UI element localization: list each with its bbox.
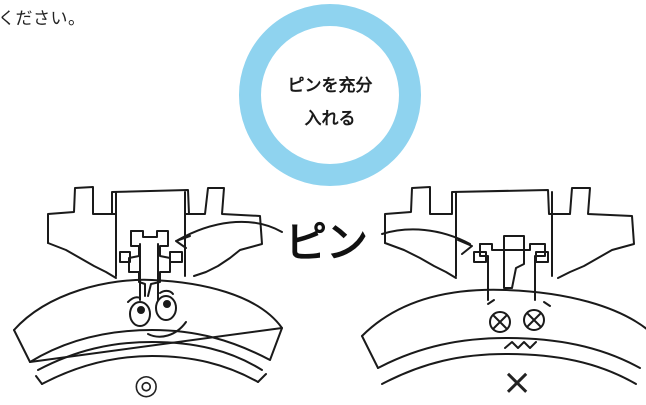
- pin-arrow-right-head: [457, 239, 473, 255]
- right-holder-figure: [361, 186, 646, 385]
- badge-line-2: 入れる: [304, 109, 356, 129]
- instruction-text: ください。: [0, 9, 86, 29]
- pin-label: ピン: [285, 218, 368, 267]
- badge-line-1: ピンを充分: [287, 76, 373, 96]
- pin-arrow-left: [177, 220, 283, 241]
- pin-arrow-left-head: [175, 235, 191, 249]
- bad-mark: ×: [502, 362, 533, 403]
- left-holder-figure: [13, 186, 283, 385]
- badge-text: ピンを充分 入れる: [238, 70, 422, 136]
- good-mark: ◎: [134, 368, 159, 401]
- badge-ring: [239, 4, 421, 186]
- pin-arrow-right: [381, 228, 471, 245]
- pin-arrows: [175, 220, 473, 255]
